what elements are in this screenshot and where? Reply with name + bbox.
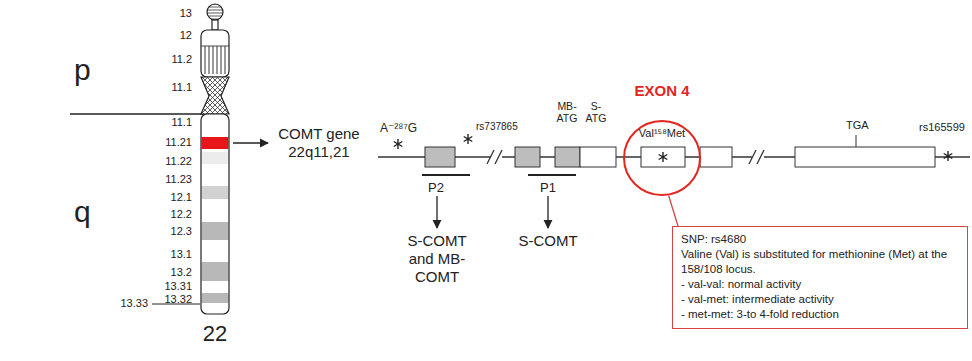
promoter-label: P2 bbox=[428, 180, 444, 196]
variant-label: Val¹⁵⁸Met bbox=[620, 127, 704, 140]
band-label: 13.2 bbox=[150, 266, 192, 279]
callout-connector bbox=[669, 195, 678, 226]
band-label: 13.32 bbox=[150, 293, 192, 306]
isoform-label: S-COMT and MB-COMT bbox=[395, 232, 479, 286]
gene-structure bbox=[378, 135, 970, 167]
snp-label: rs165599 bbox=[919, 121, 965, 134]
arm-label: q bbox=[74, 194, 91, 230]
band-label: 13.31 bbox=[150, 280, 192, 293]
note-heading: SNP: rs4680 bbox=[681, 232, 959, 247]
band-label: 12.1 bbox=[150, 191, 192, 204]
note-line: - met-met: 3-to 4-fold reduction bbox=[681, 307, 959, 322]
promoter-bar bbox=[422, 175, 576, 228]
snp-label: rs737865 bbox=[476, 121, 518, 133]
promoter-label: P1 bbox=[540, 180, 556, 196]
stop-codon-label: TGA bbox=[846, 119, 869, 132]
snp-label: A⁻²⁸⁷G bbox=[380, 121, 417, 135]
note-line: - val-val: normal activity bbox=[681, 277, 959, 292]
note-line: Valine (Val) is substituted for methioni… bbox=[681, 247, 959, 277]
isoform-label: S-COMT bbox=[508, 232, 588, 250]
chromosome-number: 22 bbox=[198, 321, 232, 347]
exon-callout-circle: EXON 4 Val¹⁵⁸Met bbox=[620, 82, 704, 200]
band-label: 11.1 bbox=[150, 81, 192, 94]
band-label: 11.23 bbox=[150, 173, 192, 186]
band-label: 12.2 bbox=[150, 208, 192, 221]
band-label: 13 bbox=[150, 7, 192, 20]
start-codon-label: MB- ATG bbox=[553, 100, 581, 124]
band-label: 12 bbox=[150, 29, 192, 42]
snp-note-box: SNP: rs4680Valine (Val) is substituted f… bbox=[672, 226, 968, 329]
centromere-line bbox=[70, 114, 205, 115]
band-label: 11.1 bbox=[150, 116, 192, 129]
band-label: 11.2 bbox=[150, 53, 192, 66]
band-label: 13.1 bbox=[150, 248, 192, 261]
callout-circle bbox=[620, 82, 704, 200]
band-label: 11.22 bbox=[150, 155, 192, 168]
band-label: 13.33 bbox=[106, 297, 148, 310]
exon-heading: EXON 4 bbox=[620, 82, 704, 100]
start-codon-label: S- ATG bbox=[583, 100, 609, 124]
note-line: - val-met: intermediate activity bbox=[681, 292, 959, 307]
pointer-arrow bbox=[233, 143, 268, 144]
gene-label: COMT gene 22q11,21 bbox=[272, 125, 366, 161]
arm-label: p bbox=[74, 52, 91, 88]
band-label: 11.21 bbox=[150, 136, 192, 149]
band-label: 12.3 bbox=[150, 225, 192, 238]
